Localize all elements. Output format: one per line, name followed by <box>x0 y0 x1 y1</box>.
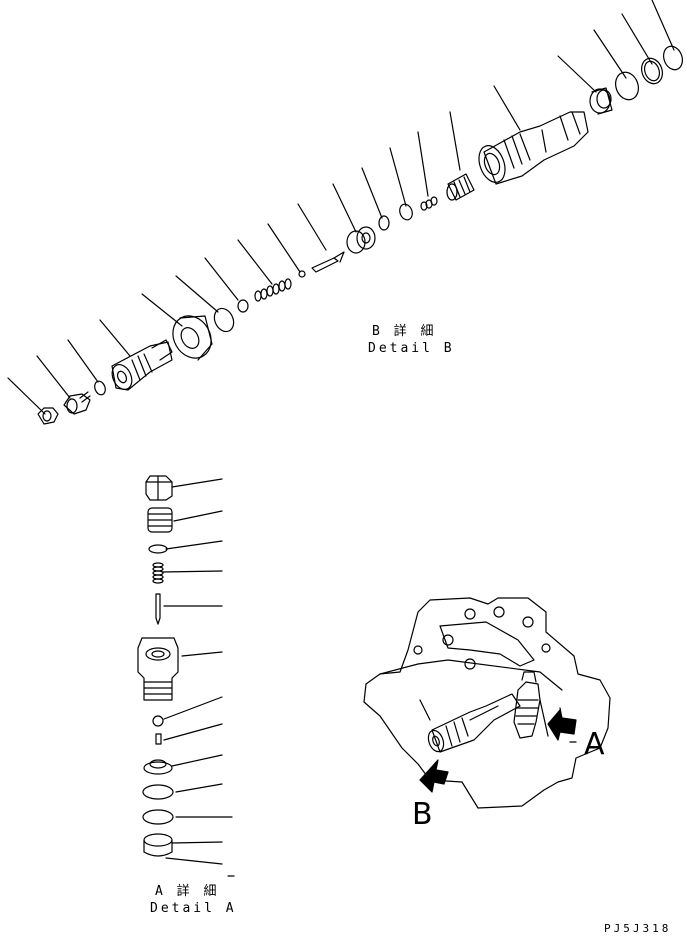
view-label-b: B <box>412 797 433 832</box>
detail-b-leader-lines <box>8 0 674 414</box>
valve-port-7 <box>414 646 422 654</box>
arrow-b-icon <box>420 760 448 792</box>
detail-b-hex-nut <box>38 408 58 424</box>
detail-a-oring-1 <box>149 545 167 553</box>
detail-a-valve-body <box>138 638 178 700</box>
installed-cartridge-b <box>426 694 520 754</box>
detail-b-backup-ring <box>638 55 666 86</box>
valve-assembly-view <box>228 598 610 876</box>
detail-a-hex-cap <box>146 476 172 500</box>
detail-b-cartridge-body <box>474 112 588 186</box>
detail-b-backup-ring-inner <box>642 59 662 83</box>
detail-a-small-seat <box>153 716 163 726</box>
detail-b-adjust-screw <box>64 392 90 414</box>
detail-a-jp-label: A 詳 細 <box>155 884 220 899</box>
detail-a-exploded-view <box>138 476 232 864</box>
drawing-code: PJ5J318 <box>604 922 672 935</box>
valve-housing-outline <box>364 598 610 808</box>
detail-a-oring-2 <box>143 785 173 799</box>
valve-port-1 <box>465 609 475 619</box>
detail-b-oring-1 <box>93 380 107 397</box>
detail-a-pin <box>156 594 160 624</box>
detail-b-end-nut <box>590 88 612 114</box>
detail-b-oring-5 <box>612 69 642 103</box>
valve-port-6 <box>465 659 475 669</box>
detail-a-oring-3 <box>143 810 173 824</box>
detail-a-leader-lines <box>162 479 232 864</box>
detail-b-oring-3 <box>379 216 389 230</box>
valve-port-3 <box>523 617 533 627</box>
detail-a-threaded-piece <box>148 508 172 532</box>
detail-b-sleeve <box>447 174 474 200</box>
detail-b-spring <box>255 279 291 301</box>
detail-a-washer-nut <box>144 760 172 774</box>
detail-b-oring-2 <box>211 305 237 334</box>
detail-b-ball <box>299 271 305 277</box>
detail-b-spring-2 <box>421 197 437 210</box>
detail-b-needle <box>312 252 344 272</box>
detail-b-en-label: Detail B <box>368 341 455 356</box>
arrow-a-icon <box>548 710 576 740</box>
valve-port-2 <box>494 607 504 617</box>
detail-b-spacer <box>238 300 248 312</box>
valve-body-edges <box>380 660 564 736</box>
valve-port-5 <box>542 644 550 652</box>
detail-a-en-label: Detail A <box>150 901 237 916</box>
detail-b-exploded-view <box>8 0 686 424</box>
detail-a-spring <box>153 563 163 583</box>
valve-port-4 <box>443 635 453 645</box>
detail-b-ring-nut <box>165 309 218 365</box>
detail-b-plug <box>108 340 172 393</box>
detail-a-small-pin <box>156 734 161 744</box>
installed-valve-a <box>514 672 540 738</box>
detail-b-seat <box>347 227 375 253</box>
view-label-a: A <box>584 727 605 762</box>
valve-top-face <box>440 622 534 666</box>
detail-a-backup-ring <box>144 834 172 856</box>
detail-b-oring-4 <box>398 202 415 221</box>
detail-b-jp-label: B 詳 細 <box>372 324 437 339</box>
detail-b-oring-6 <box>660 44 685 73</box>
